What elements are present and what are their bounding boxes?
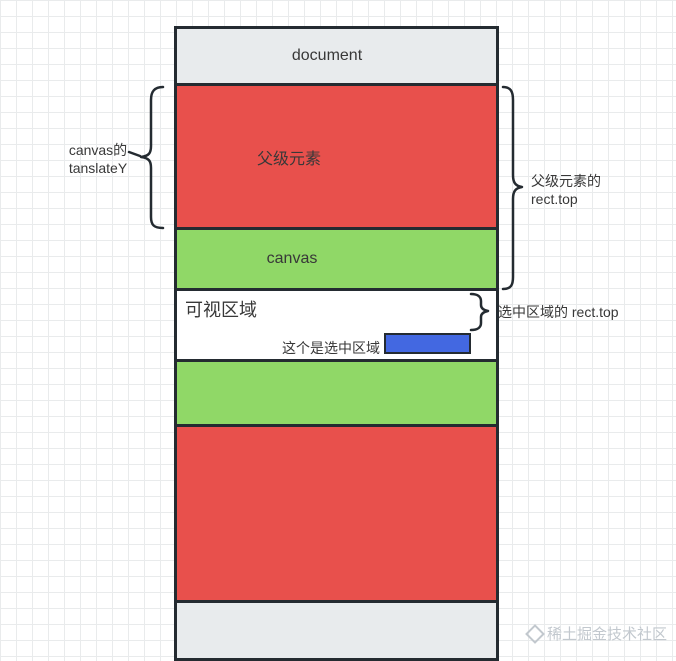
- element-stack: document 父级元素 canvas 可视区域 这个是选中区域: [174, 26, 499, 661]
- selected-region-caption: 这个是选中区域: [282, 340, 380, 356]
- parent-lower-box: [174, 424, 499, 603]
- diagram-canvas: document 父级元素 canvas 可视区域 这个是选中区域 canvas…: [60, 26, 667, 661]
- canvas-translatey-brace: [139, 85, 165, 230]
- parent-element-label: 父级元素: [256, 150, 322, 168]
- canvas-box: canvas: [174, 227, 499, 291]
- viewport-label: 可视区域: [185, 300, 257, 320]
- document-bottom-box: [174, 600, 499, 661]
- canvas-translatey-line1: canvas的: [68, 142, 128, 158]
- document-box: document: [174, 26, 499, 86]
- selected-rect-top-annotation: 选中区域的 rect.top: [498, 304, 619, 320]
- viewport-box: 可视区域 这个是选中区域: [174, 288, 499, 362]
- parent-rect-top-line1: 父级元素的: [531, 173, 601, 189]
- watermark: 稀土掘金技术社区: [525, 623, 668, 644]
- parent-rect-top-annotation: 父级元素的 rect.top: [531, 172, 601, 208]
- selected-region-rect: [384, 333, 471, 354]
- parent-element-box: 父级元素: [174, 83, 499, 230]
- canvas-translatey-line2: tanslateY: [68, 160, 128, 176]
- document-label: document: [291, 47, 363, 64]
- watermark-diamond-icon: [525, 623, 545, 644]
- canvas-label: canvas: [266, 250, 318, 267]
- parent-rect-top-brace: [501, 85, 524, 291]
- canvas-translatey-annotation: canvas的 tanslateY: [60, 141, 136, 177]
- canvas-lower-box: [174, 359, 499, 427]
- parent-rect-top-line2: rect.top: [531, 191, 578, 207]
- watermark-text: 稀土掘金技术社区: [547, 626, 668, 643]
